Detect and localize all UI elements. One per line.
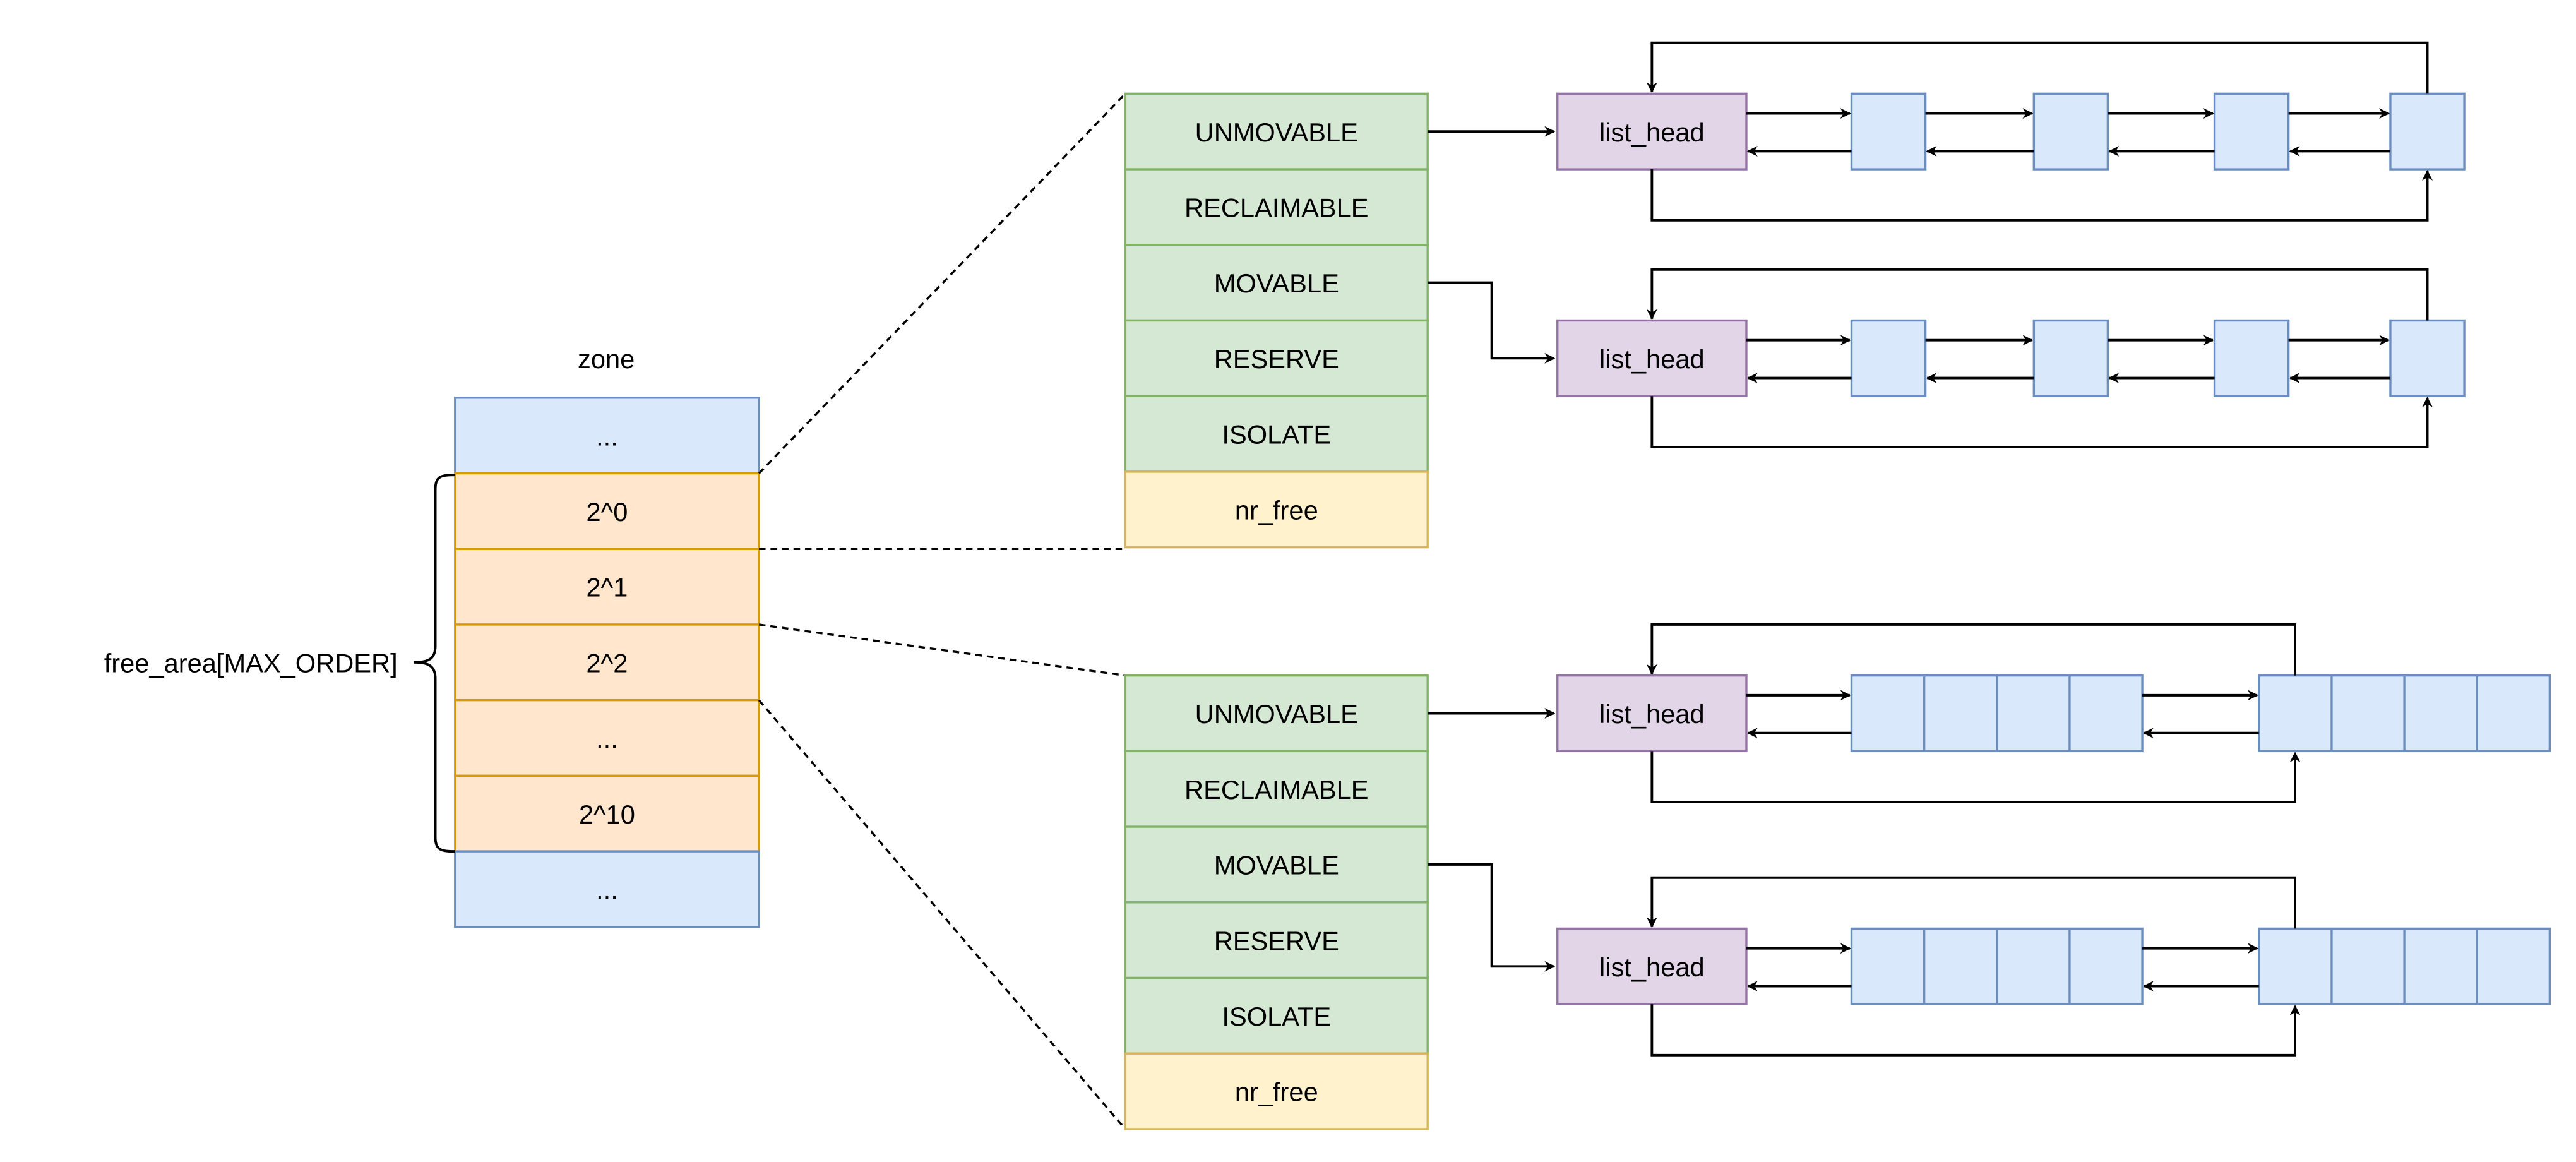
- zone-cell-label: ...: [596, 724, 618, 753]
- zone-cell-label: 2^10: [579, 800, 635, 829]
- migrate-type-label: MOVABLE: [1214, 268, 1339, 298]
- migrate-type-label: RECLAIMABLE: [1184, 193, 1368, 223]
- list-head-box: list_head: [1556, 319, 1748, 397]
- list-head-box: list_head: [1556, 92, 1748, 171]
- page-block: [2032, 319, 2109, 397]
- page-block: [2258, 927, 2551, 1005]
- zoom-line-top-1: [758, 93, 1126, 474]
- zoom-line-top-2: [758, 623, 1126, 677]
- zoom-line-bottom-2: [758, 699, 1126, 1130]
- page-block: [1850, 927, 2144, 1005]
- nr-free-cell: nr_free: [1124, 1052, 1429, 1130]
- wrap-to-head-arrow: [1646, 268, 2429, 321]
- list-head-label: list_head: [1599, 952, 1705, 982]
- nr-free-cell: nr_free: [1124, 470, 1429, 549]
- migrate-type-label: ISOLATE: [1222, 1002, 1331, 1031]
- page-block: [1850, 92, 1927, 171]
- zone-cell-label: 2^1: [587, 573, 628, 602]
- migrate-type-cell: RESERVE: [1124, 901, 1429, 979]
- free-area-block: UNMOVABLE RECLAIMABLE MOVABLE RESERVE ISOLAT…: [1124, 623, 2551, 1130]
- free-area-brace: [414, 474, 455, 853]
- zone-title: zone: [578, 344, 635, 374]
- migrate-type-cell: MOVABLE: [1124, 825, 1429, 904]
- page-block: [2389, 92, 2466, 171]
- free-list: list_head: [1428, 623, 2551, 803]
- page-block: [2213, 319, 2290, 397]
- page-block: [2258, 674, 2551, 753]
- zoom-lines: [758, 93, 1126, 1130]
- migrate-type-label: RESERVE: [1214, 926, 1339, 955]
- list-head-label: list_head: [1599, 344, 1705, 374]
- order-cell: 2^1: [454, 548, 760, 626]
- migrate-type-cell: RECLAIMABLE: [1124, 750, 1429, 828]
- migrate-type-label: RESERVE: [1214, 344, 1339, 374]
- nr-free-label: nr_free: [1235, 1077, 1318, 1107]
- order-cell: ...: [454, 698, 760, 777]
- free-list: list_head: [1428, 268, 2466, 448]
- free-area-blocks: UNMOVABLE RECLAIMABLE MOVABLE RESERVE ISOLAT…: [1124, 41, 2551, 1130]
- wrap-to-tail-arrow: [1650, 1004, 2301, 1057]
- migrate-type-label: RECLAIMABLE: [1184, 775, 1368, 805]
- page-block: [2032, 92, 2109, 171]
- zone-cell-label: 2^2: [587, 648, 628, 678]
- free-list: list_head: [1428, 863, 2551, 1057]
- migrate-type-label: MOVABLE: [1214, 851, 1339, 880]
- wrap-to-head-arrow: [1646, 41, 2429, 94]
- zone-cell-label: ...: [596, 875, 618, 905]
- page-block: [1850, 319, 1927, 397]
- zone-cell-label: 2^0: [587, 497, 628, 527]
- migrate-type-cell: UNMOVABLE: [1124, 92, 1429, 171]
- order-cell: 2^10: [454, 774, 760, 853]
- type-to-head-arrow: [1428, 281, 1556, 364]
- page-block: [1850, 674, 2144, 753]
- wrap-to-tail-arrow: [1650, 169, 2433, 222]
- type-to-head-arrow: [1428, 863, 1556, 972]
- wrap-to-head-arrow: [1646, 623, 2297, 676]
- list-head-label: list_head: [1599, 117, 1705, 147]
- migrate-type-label: UNMOVABLE: [1195, 117, 1358, 147]
- migrate-type-cell: RECLAIMABLE: [1124, 168, 1429, 246]
- order-cell: 2^0: [454, 472, 760, 550]
- migrate-type-cell: ISOLATE: [1124, 395, 1429, 473]
- migrate-type-label: ISOLATE: [1222, 420, 1331, 450]
- wrap-to-tail-arrow: [1650, 396, 2433, 448]
- list-head-box: list_head: [1556, 674, 1748, 753]
- migrate-type-cell: ISOLATE: [1124, 976, 1429, 1055]
- free-area-label: free_area[MAX_ORDER]: [104, 648, 398, 678]
- list-head-label: list_head: [1599, 699, 1705, 729]
- zone-field-cell: ...: [454, 397, 760, 475]
- wrap-to-tail-arrow: [1650, 751, 2301, 803]
- migrate-type-label: UNMOVABLE: [1195, 699, 1358, 729]
- wrap-to-head-arrow: [1646, 876, 2297, 929]
- order-cell: 2^2: [454, 623, 760, 702]
- free-area-block: UNMOVABLE RECLAIMABLE MOVABLE RESERVE ISOLAT…: [1124, 41, 2466, 549]
- free-list: list_head: [1428, 41, 2466, 222]
- nr-free-label: nr_free: [1235, 495, 1318, 525]
- page-block: [2213, 92, 2290, 171]
- migrate-type-cell: RESERVE: [1124, 319, 1429, 397]
- zone-column: ... 2^0 2^1 2^2... 2^10...: [454, 397, 760, 928]
- zone-field-cell: ...: [454, 850, 760, 928]
- page-block: [2389, 319, 2466, 397]
- migrate-type-cell: MOVABLE: [1124, 244, 1429, 322]
- migrate-type-cell: UNMOVABLE: [1124, 674, 1429, 753]
- list-head-box: list_head: [1556, 927, 1748, 1005]
- zone-cell-label: ...: [596, 421, 618, 451]
